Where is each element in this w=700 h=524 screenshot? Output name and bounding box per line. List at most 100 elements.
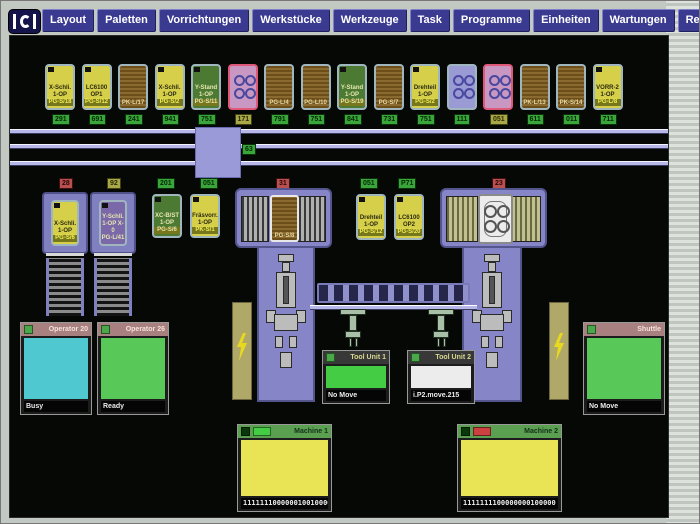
station-foot <box>94 253 132 256</box>
tool-unit-1-status-text: No Move <box>326 390 386 401</box>
menu-item-werkzeuge[interactable]: Werkzeuge <box>332 9 407 32</box>
pallet-tile-5-badge[interactable]: 751 <box>198 114 216 125</box>
menu-item-werkstücke[interactable]: Werkstücke <box>252 9 330 32</box>
pallet-tile-12-badge[interactable]: 111 <box>453 114 471 125</box>
menu-item-programme[interactable]: Programme <box>452 9 531 32</box>
tool-unit-1-panel[interactable]: Tool Unit 1 No Move <box>322 350 390 404</box>
tool-unit-2-panel[interactable]: Tool Unit 2 i.P2.move.215 <box>407 350 475 404</box>
machine-1-panel[interactable]: Machine 1 1111111000000100100000 <box>237 424 332 512</box>
panel-title: Shuttle <box>637 326 661 333</box>
pallet-tile-13-badge[interactable]: 051 <box>490 114 508 125</box>
buffer-station-2-pallet[interactable]: LC6100 OP2 PG-S/20 <box>394 194 424 240</box>
pallet-tile-4-badge[interactable]: 941 <box>161 114 180 125</box>
pallet-tile-6[interactable] <box>227 64 258 110</box>
panel-title: Operator 20 <box>48 326 88 333</box>
tile-line: X-Schli. <box>53 221 76 227</box>
lightning-icon <box>237 333 247 361</box>
operator-1-state-area <box>24 338 88 399</box>
shuttle-panel[interactable]: Shuttle No Move <box>583 322 665 415</box>
pallet-outline <box>484 201 507 237</box>
operator-1-status-text: Busy <box>24 401 88 412</box>
pallet-tile-15[interactable]: PK-S/14 <box>556 64 586 110</box>
pallet-tile-8-badge[interactable]: 751 <box>307 114 326 125</box>
machine-1-pallet[interactable]: PG-S/8 <box>270 195 299 242</box>
operator-2-panel[interactable]: Operator 26 Ready <box>97 322 169 415</box>
pallet-tile-14[interactable]: PK-L/13 <box>519 64 550 110</box>
setup-station-1-badge[interactable]: 201 <box>157 178 175 189</box>
tile-label: PK-L/17 <box>121 100 145 106</box>
pallet-tile-10-badge[interactable]: 731 <box>380 114 399 125</box>
pallet-tile-9-badge[interactable]: 841 <box>344 114 362 125</box>
buffer-station-2-badge[interactable]: P71 <box>398 178 417 189</box>
pallet-tile-15-badge[interactable]: 011 <box>563 114 581 125</box>
pallet-tile-3-badge[interactable]: 241 <box>125 114 143 125</box>
pallet-tile-10[interactable]: PG-S/7 <box>373 64 404 110</box>
pallet-tile-7[interactable]: PG-L/4 <box>264 64 294 110</box>
pallet-tile-6-badge[interactable]: 171 <box>234 114 253 125</box>
load-station-1-pallet[interactable]: X-Schli. 1-OP PG-S/6 <box>51 200 79 246</box>
pallet-tile-14-badge[interactable]: 611 <box>526 114 544 125</box>
buffer-station-1-badge[interactable]: 051 <box>360 178 378 189</box>
tool-gripper-2[interactable] <box>428 309 454 349</box>
pallet-tile-13[interactable] <box>483 64 513 110</box>
pallet-tile-12[interactable] <box>446 64 477 110</box>
logo-bar <box>33 14 36 29</box>
pallet-tile-7-badge[interactable]: 791 <box>271 114 289 125</box>
tile-line: PG-S/12 <box>358 229 384 236</box>
pallet-tile-1-badge[interactable]: 291 <box>52 114 70 125</box>
load-station-1[interactable]: X-Schli. 1-OP PG-S/6 <box>42 192 88 256</box>
tile-label: PG-L/10 <box>304 100 327 106</box>
tile-line: Fräsvorr. <box>192 213 218 219</box>
machine-1-robot <box>266 254 306 394</box>
pallet-bores <box>484 204 510 234</box>
menu-item-vorrichtungen[interactable]: Vorrichtungen <box>158 9 250 32</box>
machine-1-right-panel <box>298 196 326 242</box>
buffer-station-1-pallet[interactable]: Drehteil 1-OP PG-S/12 <box>356 194 386 240</box>
menu-item-wartungen[interactable]: Wartungen <box>601 9 675 32</box>
tile-line: PG-S/20 <box>396 229 422 236</box>
tile-text: XC-B/ST 1-OP PG-S/6 <box>154 213 180 234</box>
carriage-badge[interactable]: 63 <box>242 144 256 155</box>
pallet-tile-3[interactable]: PK-L/17 <box>118 64 148 110</box>
setup-station-2-badge[interactable]: 051 <box>200 178 218 189</box>
pallet-tile-2-badge[interactable]: 691 <box>88 114 107 125</box>
machine-2-pallet[interactable] <box>478 194 513 244</box>
machine-2-table[interactable] <box>440 188 547 248</box>
load-station-1-badge[interactable]: 28 <box>59 178 73 189</box>
load-station-2-pallet[interactable]: Y-Schli. 1-OP X-0 PG-L/41 <box>99 200 127 246</box>
tile-line: PG-L/41 <box>101 235 125 241</box>
setup-station-1-pallet[interactable]: XC-B/ST 1-OP PG-S/6 <box>152 194 182 238</box>
menu-item-layout[interactable]: Layout <box>42 9 95 32</box>
pallet-tile-11-badge[interactable]: 751 <box>417 114 435 125</box>
machine-1-state-area <box>241 440 328 496</box>
tool-rack[interactable] <box>317 283 470 303</box>
setup-station-2-pallet[interactable]: Fräsvorr. 1-OP PK-S/1 <box>190 194 220 238</box>
menu-item-paletten[interactable]: Paletten <box>97 9 156 32</box>
tile-line: XC-B/ST <box>155 213 179 219</box>
menu-item-task[interactable]: Task <box>409 9 450 32</box>
operator-1-panel[interactable]: Operator 20 Busy <box>20 322 92 415</box>
pallet-tile-16-badge[interactable]: 711 <box>599 114 617 125</box>
machine-2-panel[interactable]: Machine 2 1111111100000000100000 <box>457 424 562 512</box>
load-station-2[interactable]: Y-Schli. 1-OP X-0 PG-L/41 <box>90 192 136 256</box>
tool-gripper-1[interactable] <box>340 309 366 349</box>
machine-1-body[interactable] <box>257 246 315 402</box>
load-station-2-badge[interactable]: 92 <box>107 178 121 189</box>
menu-item-reports[interactable]: Reports <box>677 9 699 32</box>
machine-2-robot <box>472 254 512 394</box>
tile-line: PG-S/2 <box>412 99 438 106</box>
menu-item-einheiten[interactable]: Einheiten <box>533 9 599 32</box>
machine-1-table[interactable]: PG-S/8 <box>235 188 332 248</box>
transport-carriage[interactable] <box>195 127 241 178</box>
pallet-tile-8[interactable]: PG-L/10 <box>300 64 331 110</box>
